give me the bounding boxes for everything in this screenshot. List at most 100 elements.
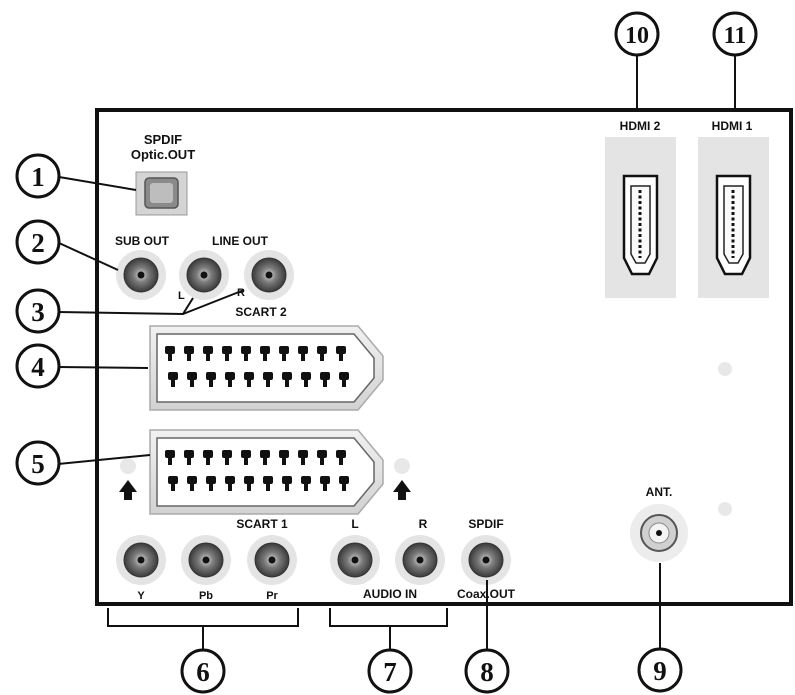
scart-pin [320,476,330,491]
scart-pin [336,346,346,361]
scart-pin [184,450,194,465]
callout-6: 6 [180,648,226,694]
scart-pin [206,372,216,387]
callout-9: 9 [637,647,683,693]
scart1-pins [165,450,349,491]
callout-2: 2 [15,219,61,265]
hdmi2-port [605,137,676,298]
scart-pin [339,372,349,387]
svg-text:9: 9 [653,656,667,686]
scart-pin [298,346,308,361]
scart-pin [168,372,178,387]
scart-pin [168,476,178,491]
svg-text:7: 7 [383,657,397,687]
scart-pin [279,450,289,465]
audio-in-right-rca-jack [395,535,445,585]
scart-pin [241,346,251,361]
scart-pin [225,372,235,387]
audio-in-r-label: R [419,517,428,531]
scart-pin [241,450,251,465]
line-out-label: LINE OUT [212,234,269,248]
scart-pin [260,346,270,361]
svg-text:8: 8 [480,657,494,687]
scart1-label: SCART 1 [236,517,288,531]
scart-pin [206,476,216,491]
leader-line-4 [57,366,149,369]
spdif-coax-rca-jack [461,535,511,585]
scart-pin [282,476,292,491]
scart-pin [320,372,330,387]
scart2-connector [149,325,384,411]
leader-line-2 [58,242,119,271]
scart-pin [203,346,213,361]
indicator-dot-right [394,458,410,474]
scart-pin [298,450,308,465]
scart-pin [263,372,273,387]
scart-pin [317,450,327,465]
scart2-label: SCART 2 [235,305,287,319]
scart-pin [339,476,349,491]
svg-text:4: 4 [31,352,45,382]
callout-11: 11 [712,11,758,57]
hdmi2-label: HDMI 2 [620,119,661,133]
scart-pin [187,372,197,387]
component-y-rca-jack [116,535,166,585]
bracket-7 [329,608,448,627]
indicator-dot-hdmi-lower [718,362,732,376]
scart2-pins [165,346,349,387]
svg-text:1: 1 [31,162,45,192]
hdmi1-port [698,137,769,298]
callout-1: 1 [15,153,61,199]
scart-pin [222,450,232,465]
component-pb-label: Pb [199,590,213,602]
scart-pin [301,372,311,387]
component-pb-rca-jack [181,535,231,585]
scart-pin [244,372,254,387]
leader-lines [57,55,736,654]
svg-text:6: 6 [196,657,210,687]
audio-in-l-label: L [351,517,358,531]
scart-pin [222,346,232,361]
scart-pin [165,450,175,465]
line-out-l-marker: L [178,290,185,302]
sub-out-rca-jack [116,250,166,300]
scart-pin [336,450,346,465]
leader-line-1 [58,176,137,191]
svg-text:3: 3 [31,297,45,327]
hdmi1-label: HDMI 1 [712,119,753,133]
scart-pin [187,476,197,491]
line-out-right-rca-jack [244,250,294,300]
svg-text:10: 10 [625,23,649,49]
scart-pin [301,476,311,491]
antenna-label: ANT. [646,485,673,499]
callout-3: 3 [15,288,61,334]
scart-pin [279,346,289,361]
spdif-optical-port [135,171,188,216]
antenna-coax-socket [630,504,688,562]
up-arrow-icon-right [393,480,411,500]
scart-pin [282,372,292,387]
bracket-6 [107,608,299,627]
scart-pin [317,346,327,361]
line-out-r-marker: R [237,287,245,299]
audio-in-label: AUDIO IN [363,587,417,601]
callout-4: 4 [15,343,61,389]
callout-7: 7 [367,648,413,694]
svg-text:11: 11 [724,23,747,49]
scart-pin [184,346,194,361]
callout-8: 8 [464,648,510,694]
scart-pin [203,450,213,465]
spdif-coax-label-line1: SPDIF [468,517,503,531]
svg-text:5: 5 [31,449,45,479]
up-arrow-icon-left [119,480,137,500]
callout-10: 10 [614,11,660,57]
line-out-left-rca-jack [179,250,229,300]
spdif-optic-label-line2: Optic.OUT [131,147,195,162]
component-pr-rca-jack [247,535,297,585]
scart-pin [260,450,270,465]
callout-5: 5 [15,440,61,486]
scart-pin [225,476,235,491]
indicator-dot-left [120,458,136,474]
svg-text:2: 2 [31,228,45,258]
leader-line-5 [57,454,151,465]
